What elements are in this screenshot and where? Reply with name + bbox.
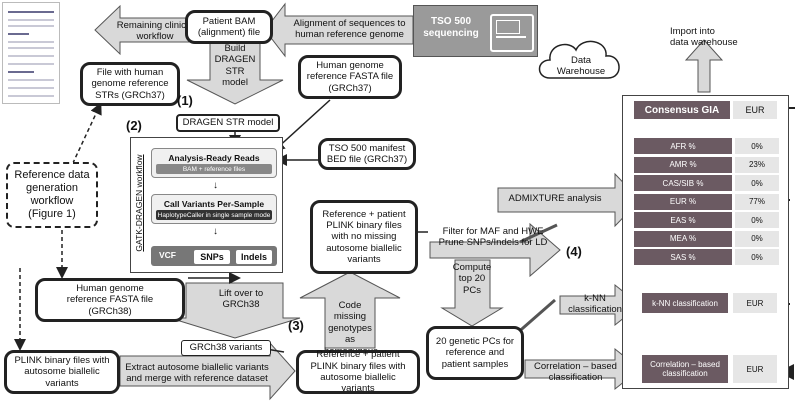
ref-patient-nomissing-box: Reference + patient PLINK binary files w… [310,200,418,274]
knn-classification-label: k-NN classification [642,293,728,313]
grch38-variants-box: GRCh38 variants [181,340,271,356]
gatk-step-analysis-ready-sub: BAM + reference files [156,164,272,174]
ancestry-value: 0% [735,175,779,191]
sequencing-label: TSO 500 sequencing [423,16,479,39]
ancestry-row: SAS %0% [634,249,779,265]
step-number-4: (4) [566,244,582,259]
lift-over-label: Lift over to GRCh38 [218,288,264,311]
patient-bam-box: Patient BAM (alignment) file [185,10,273,44]
ancestry-row: EAS %0% [634,212,779,228]
str-file-box: File with human genome reference STRs (G… [80,62,180,106]
gatk-snps-tag: SNPs [193,249,231,265]
gatk-step-analysis-ready: Analysis-Ready Reads BAM + reference fil… [151,148,277,178]
gatk-step-call-variants: Call Variants Per-Sample HaplotypeCaller… [151,194,277,224]
ancestry-label: MEA % [634,230,732,247]
data-warehouse-cloud-icon [538,40,620,79]
compute-pcs-label: Compute top 20 PCs [452,262,492,296]
extract-label: Extract autosome biallelic variants and … [125,362,269,385]
knn-classification-value: EUR [733,293,777,313]
data-warehouse-label: Data Warehouse [556,55,606,78]
correlation-classification-label: Correlation – based classification [642,355,728,383]
ancestry-value: 77% [735,193,779,210]
gatk-title: GATK-DRAGEN workflow [134,154,144,252]
ancestry-row: AMR %23% [634,156,779,173]
fasta-grch38-box: Human genome reference FASTA file (GRCh3… [35,278,185,322]
ref-data-workflow-box: Reference data generation workflow (Figu… [6,162,98,228]
gatk-vcf-strip: VCF SNPs Indels [151,246,277,266]
build-str-label: Build DRAGEN STR model [214,43,256,89]
ancestry-label: AFR % [634,138,732,154]
ancestry-row: EUR %77% [634,193,779,210]
correlation-classification-value: EUR [733,355,777,383]
plink-autosome-box: PLINK binary files with autosome biallel… [4,350,120,394]
step-number-3: (3) [288,318,304,333]
ref-patient-plink-box: Reference + patient PLINK binary files w… [296,349,420,394]
ancestry-label: SAS % [634,249,732,265]
ancestry-label: AMR % [634,156,732,173]
document-thumbnail-icon [2,2,60,104]
gatk-indels-tag: Indels [235,249,273,265]
import-arrow [684,39,724,93]
ancestry-value: 0% [735,230,779,247]
admixture-label: ADMIXTURE analysis [508,193,602,204]
ancestry-row: AFR %0% [634,138,779,154]
ancestry-value: 0% [735,212,779,228]
build-str-arrow [186,39,284,105]
consensus-gia-value: EUR [733,101,777,119]
correlation-label: Correlation – based classification [534,361,617,384]
gatk-arrow-2: ↓ [213,226,218,237]
dragen-str-model-box: DRAGEN STR model [176,114,280,132]
ancestry-value: 0% [735,138,779,154]
lift-over-arrow [169,282,301,339]
fasta-grch37-box: Human genome reference FASTA file (GRCh3… [298,55,402,99]
ancestry-row: MEA %0% [634,230,779,247]
step-number-1: (1) [177,93,193,108]
filter-label: Filter for MAF and HWE Prune SNPs/Indels… [438,226,548,249]
ancestry-row: CAS/SIB %0% [634,175,779,191]
ancestry-label: EUR % [634,193,732,210]
consensus-gia-label: Consensus GIA [634,101,730,119]
sequencer-icon [490,14,534,52]
compute-pcs-arrow [440,259,504,327]
step-number-2: (2) [126,118,142,133]
gatk-step-call-variants-sub: HaplotypeCaller in single sample mode [156,210,272,220]
gatk-step-call-variants-title: Call Variants Per-Sample [163,199,265,209]
manifest-box: TSO 500 manifest BED file (GRCh37) [318,138,416,170]
ancestry-label: EAS % [634,212,732,228]
code-missing-arrow [299,271,401,349]
gatk-vcf-label: VCF [159,250,176,260]
gatk-step-analysis-ready-title: Analysis-Ready Reads [168,153,260,163]
remaining-workflow-label: Remaining clinical workflow [116,20,194,43]
gatk-arrow-1: ↓ [213,180,218,191]
import-label: Import into data warehouse [670,26,738,49]
knn-label: k-NN classification [568,293,622,316]
ancestry-label: CAS/SIB % [634,175,732,191]
gatk-workflow-panel: GATK-DRAGEN workflow Analysis-Ready Read… [130,137,283,273]
sequencer-box: TSO 500 sequencing [413,5,538,57]
ancestry-value: 23% [735,156,779,173]
pcs20-box: 20 genetic PCs for reference and patient… [426,326,524,380]
ancestry-value: 0% [735,249,779,265]
alignment-label: Alignment of sequences to human referenc… [293,18,406,41]
